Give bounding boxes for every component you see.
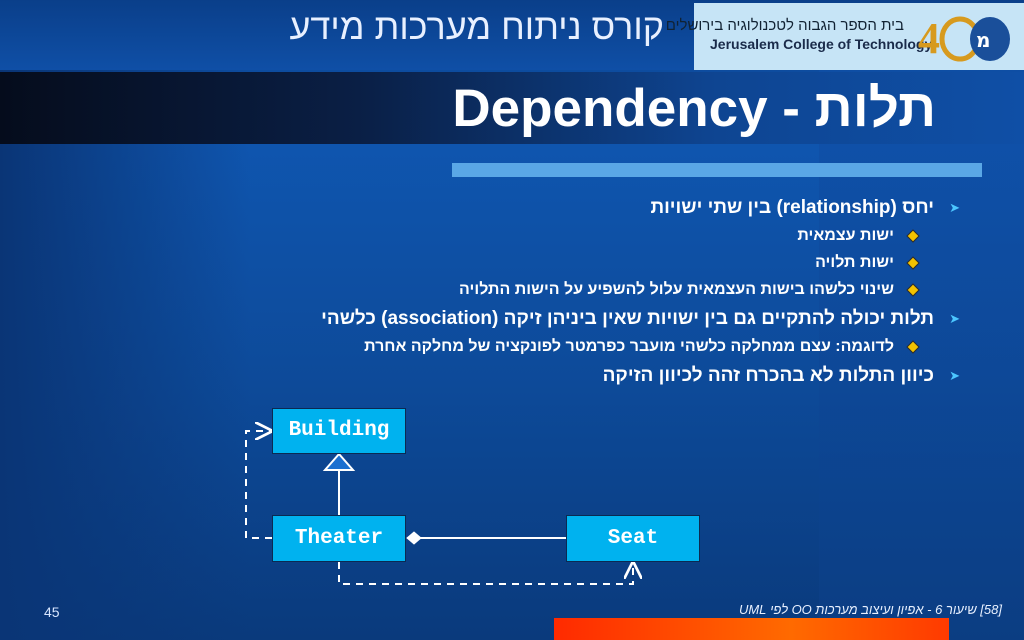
title-bar: [0, 72, 1024, 144]
slide-number: 45: [44, 604, 60, 620]
generalization-arrowhead: [322, 452, 356, 471]
uml-class-theater: Theater: [272, 515, 406, 562]
bullet-arrow-icon: ➤: [949, 368, 960, 383]
footer-source: [58] שיעור 6 - אפיון ועיצוב מערכות OO לפ…: [738, 602, 1002, 617]
aggregation-diamond: [406, 531, 422, 545]
dependency-line-seat: [338, 562, 633, 585]
title-underline: [452, 163, 982, 177]
uml-class-building: Building: [272, 408, 406, 454]
bullet-item: ➤ כיוון התלות לא בהכרח זהה לכיוון הזיקה: [602, 365, 960, 386]
svg-text:4: 4: [918, 14, 940, 63]
diamond-bullet-icon: [906, 256, 920, 270]
college-logo: בית הספר הגבוה לטכנולוגיה בירושלים Jerus…: [666, 3, 1024, 70]
logo-emblem-icon: 4 מ: [918, 14, 1010, 63]
diamond-bullet-icon: [906, 229, 920, 243]
bullet-item: ➤ יחס (relationship) בין שתי ישויות: [650, 197, 960, 218]
sub-bullet-item: ישות תלויה: [54, 254, 934, 272]
bullet-arrow-icon: ➤: [949, 311, 960, 326]
sub-bullet-item: ישות עצמאית: [54, 227, 934, 245]
logo-english-text: Jerusalem College of Technology: [710, 36, 933, 52]
svg-text:מ: מ: [976, 28, 990, 52]
diamond-bullet-icon: [906, 283, 920, 297]
slide-title: Dependency - תלות: [452, 79, 936, 138]
bullet-arrow-icon: ➤: [949, 200, 960, 215]
bullet-list: ➤ יחס (relationship) בין שתי ישויות ישות…: [54, 193, 960, 395]
footer-accent-bar: [554, 618, 949, 640]
course-title: קורס ניתוח מערכות מידע: [289, 6, 664, 47]
bullet-item: ➤ תלות יכולה להתקיים גם בין ישויות שאין …: [321, 308, 960, 329]
dependency-line-building: [245, 431, 272, 539]
sub-bullet-item: לדוגמה: עצם ממחלקה כלשהי מועבר כפרמטר לפ…: [54, 338, 934, 356]
logo-hebrew-text: בית הספר הגבוה לטכנולוגיה בירושלים: [665, 17, 904, 34]
uml-class-seat: Seat: [566, 515, 700, 562]
sub-bullet-item: שינוי כלשהו בישות העצמאית עלול להשפיע על…: [54, 281, 934, 299]
diamond-bullet-icon: [906, 340, 920, 354]
